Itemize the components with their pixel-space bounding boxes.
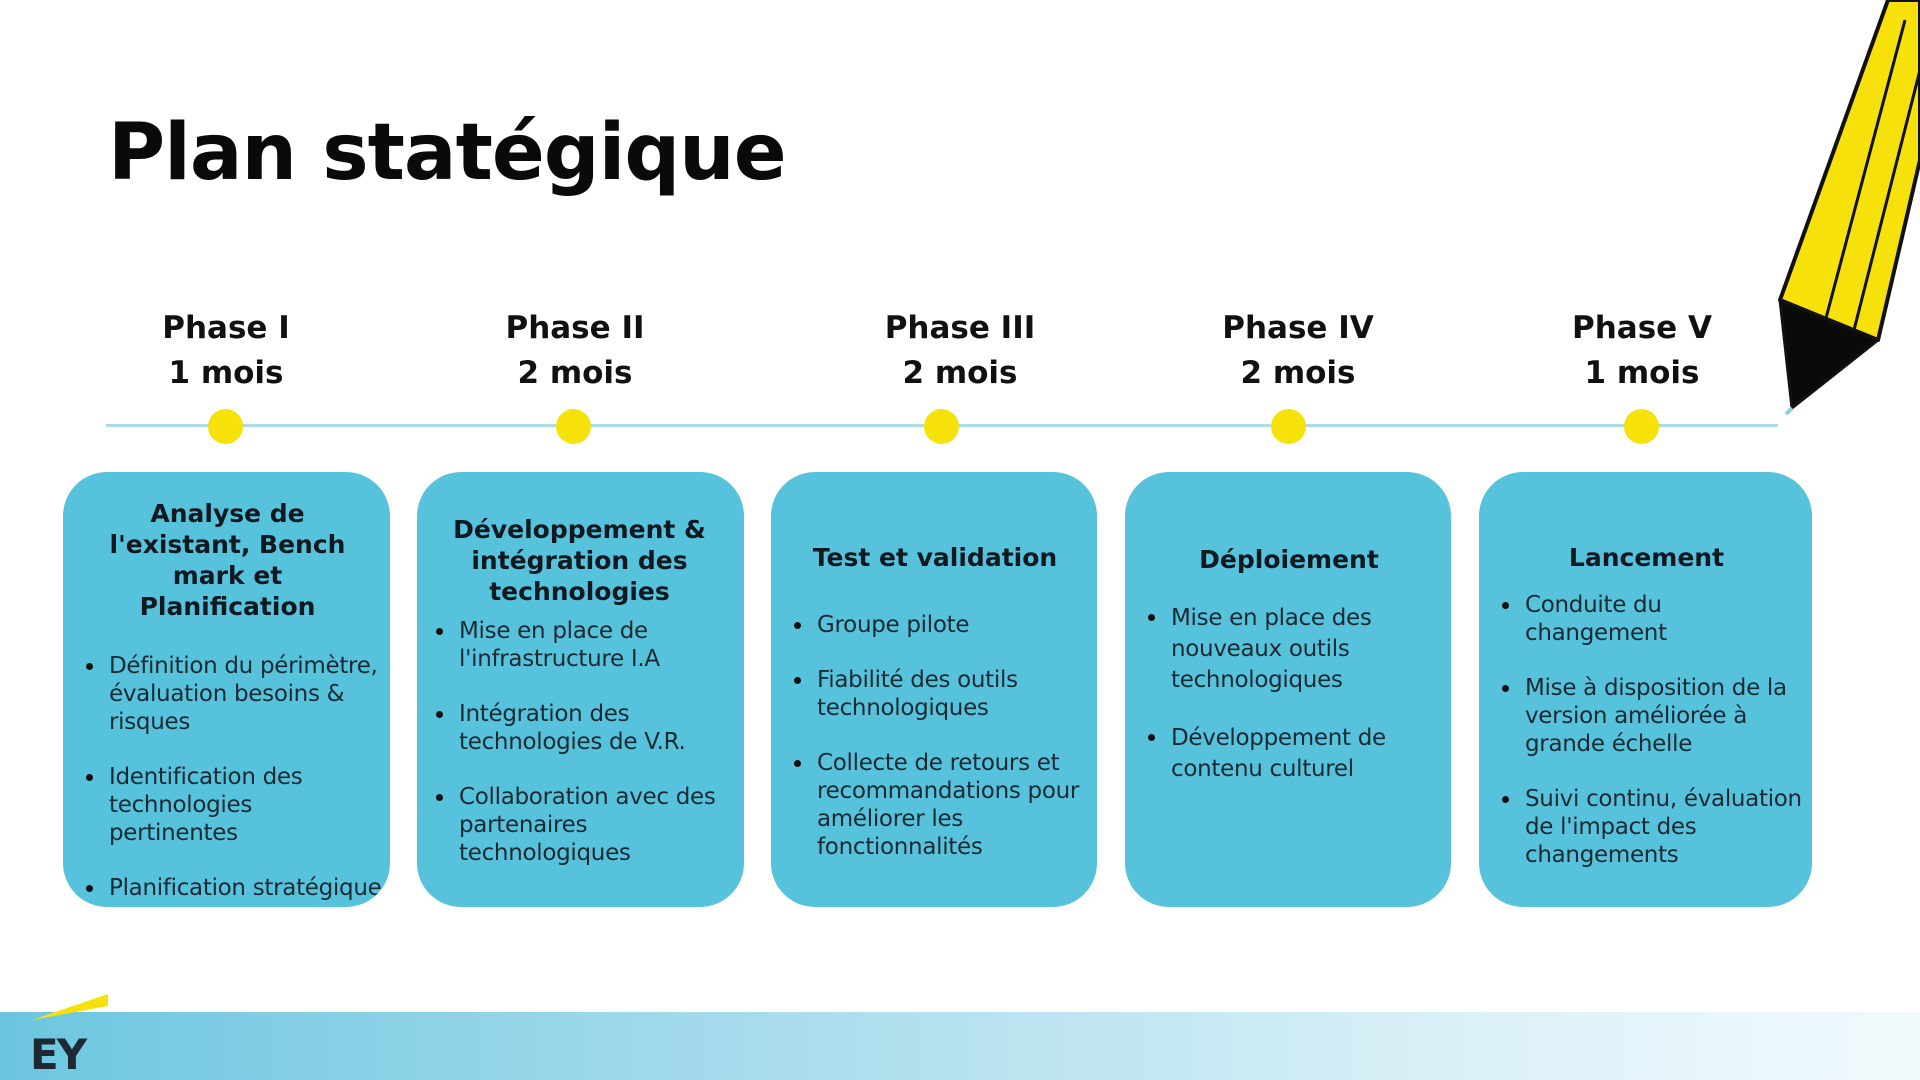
phase-3-card: Test et validation Groupe pilote Fiabili…	[771, 472, 1097, 907]
phase-5-header: Phase V 1 mois	[1512, 306, 1772, 396]
phase-1-name: Phase I	[162, 310, 290, 346]
phase-3-card-title: Test et validation	[812, 543, 1058, 572]
list-item: Fiabilité des outils technologiques	[791, 666, 1091, 722]
page-title: Plan statégique	[108, 108, 787, 198]
list-item: Mise à disposition de la version amélior…	[1499, 674, 1806, 758]
phase-3-list: Groupe pilote Fiabilité des outils techn…	[791, 611, 1091, 861]
phase-5-card-title: Lancement	[1568, 543, 1725, 572]
phase-5-list: Conduite du changement Mise à dispositio…	[1499, 591, 1806, 869]
phase-3-header: Phase III 2 mois	[830, 306, 1090, 396]
list-item: Planification stratégique	[83, 874, 384, 902]
list-item: Intégration des technologies de V.R.	[433, 700, 738, 756]
list-item: Mise en place des nouveaux outils techno…	[1145, 603, 1445, 696]
phase-2-header: Phase II 2 mois	[445, 306, 705, 396]
phase-1-card-title: Analyse de l'existant, Bench mark et Pla…	[109, 499, 346, 621]
phase-1-header: Phase I 1 mois	[96, 306, 356, 396]
list-item: Groupe pilote	[791, 611, 1091, 639]
phase-4-name: Phase IV	[1222, 310, 1374, 346]
phase-4-duration: 2 mois	[1240, 355, 1356, 391]
list-item: Suivi continu, évaluation de l'impact de…	[1499, 785, 1806, 869]
phase-4-header: Phase IV 2 mois	[1168, 306, 1428, 396]
phase-4-card: Déploiement Mise en place des nouveaux o…	[1125, 472, 1451, 907]
phase-2-duration: 2 mois	[517, 355, 633, 391]
phase-1-card: Analyse de l'existant, Bench mark et Pla…	[63, 472, 390, 907]
footer-band	[0, 1012, 1920, 1080]
list-item: Définition du périmètre, évaluation beso…	[83, 652, 384, 736]
phase-4-list: Mise en place des nouveaux outils techno…	[1145, 603, 1445, 785]
list-item: Mise en place de l'infrastructure I.A	[433, 617, 738, 673]
phase-4-dot	[1271, 409, 1306, 444]
list-item: Conduite du changement	[1499, 591, 1806, 647]
list-item: Collecte de retours et recommandations p…	[791, 749, 1091, 861]
ey-beam-icon	[32, 994, 108, 1020]
phase-3-name: Phase III	[884, 310, 1036, 346]
phase-4-card-title: Déploiement	[1199, 545, 1379, 574]
phase-3-duration: 2 mois	[902, 355, 1018, 391]
ey-logo: EY	[30, 1030, 87, 1079]
phase-2-card-title: Développement & intégration des technolo…	[453, 515, 706, 606]
list-item: Collaboration avec des partenaires techn…	[433, 783, 738, 867]
phase-1-list: Définition du périmètre, évaluation beso…	[83, 652, 384, 902]
phase-2-list: Mise en place de l'infrastructure I.A In…	[433, 617, 738, 867]
list-item: Identification des technologies pertinen…	[83, 763, 384, 847]
phase-2-dot	[556, 409, 591, 444]
phase-3-dot	[924, 409, 959, 444]
phase-5-card: Lancement Conduite du changement Mise à …	[1479, 472, 1812, 907]
phase-1-duration: 1 mois	[168, 355, 284, 391]
pencil-icon	[1778, 0, 1920, 416]
phase-5-dot	[1624, 409, 1659, 444]
phase-5-duration: 1 mois	[1584, 355, 1700, 391]
phase-2-name: Phase II	[505, 310, 645, 346]
phase-5-name: Phase V	[1572, 310, 1712, 346]
list-item: Développement de contenu culturel	[1145, 723, 1445, 785]
phase-2-card: Développement & intégration des technolo…	[417, 472, 744, 907]
phase-1-dot	[208, 409, 243, 444]
